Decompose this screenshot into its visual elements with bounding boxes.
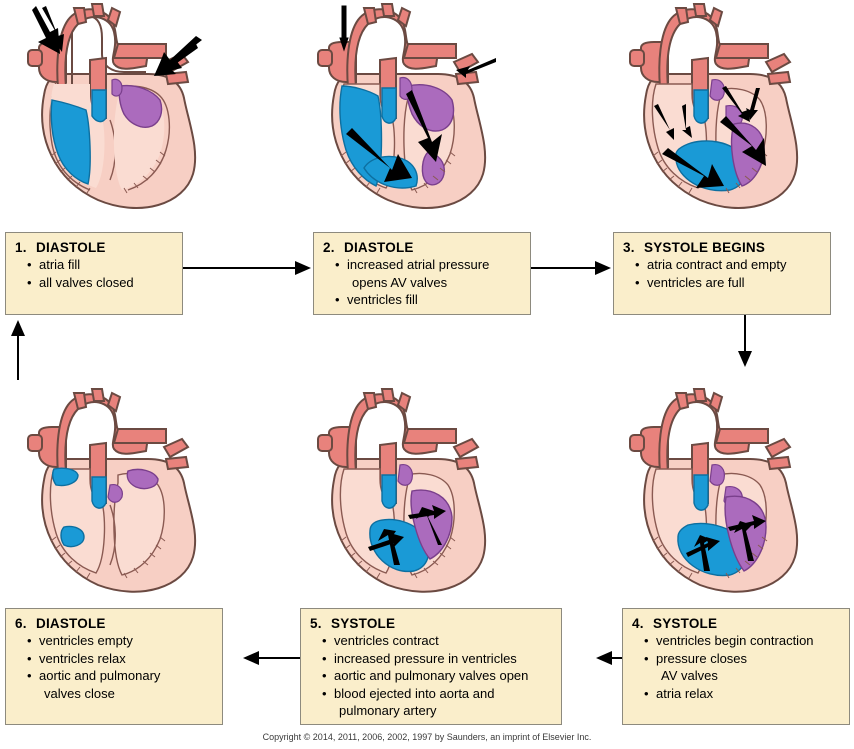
heart-illustration-step-6 [6,387,291,602]
flow-arrow-svc-step-2 [339,5,349,52]
step-3-heading: 3. SYSTOLE BEGINS [623,240,822,255]
step-5-title: SYSTOLE [331,616,396,631]
step-box-2[interactable]: 2. DIASTOLE increased atrial pressure ope… [313,232,531,315]
heart-illustration-step-3 [608,2,854,220]
flow-arrow-left-av-step-3 [720,116,766,166]
heart-body-step-5 [317,388,487,593]
flow-arrow-left-av-step-2 [406,90,442,162]
step-box-3[interactable]: 3. SYSTOLE BEGINS atria contract and empt… [613,232,831,315]
flow-arrow-pulmonary-veins-step-1 [154,36,202,76]
flow-arrow-svc-step-1 [32,6,64,54]
step-box-4[interactable]: 4. SYSTOLE ventricles begin contraction p… [622,608,850,725]
connector-arrow-6-to-1 [8,318,28,380]
step-6-title: DIASTOLE [36,616,106,631]
step-4-number: 4. [632,616,644,631]
step-5-bullets: ventricles contract increased pressure i… [310,633,553,720]
step-box-5[interactable]: 5. SYSTOLE ventricles contract increased … [300,608,562,725]
connector-arrow-4-to-5 [596,648,622,668]
flow-arrow-ejection-left-step-5 [408,505,446,545]
step-6-heading: 6. DIASTOLE [15,616,214,631]
connector-arrow-5-to-6 [243,648,305,668]
step-4-heading: 4. SYSTOLE [632,616,841,631]
flow-arrow-pulmonary-veins-step-2 [456,58,496,78]
connector-arrow-1-to-2 [183,258,315,278]
heart-body-step-6 [27,388,197,593]
step-1-bullet-1: atria fill [15,257,174,274]
flow-arrow-right-av-step-3 [662,148,724,188]
step-1-number: 1. [15,240,27,255]
step-3-bullet-2: ventricles are full [623,275,822,292]
step-2-bullet-1: increased atrial pressure [323,257,522,274]
step-3-bullet-1: atria contract and empty [623,257,822,274]
step-5-bullet-2: increased pressure in ventricles [310,651,553,668]
step-4-bullet-2: pressure closes [632,651,841,668]
step-4-bullets: ventricles begin contraction pressure cl… [632,633,841,702]
connector-arrow-3-to-4 [735,315,755,367]
step-4-bullet-2-cont: AV valves [661,668,718,683]
step-1-heading: 1. DIASTOLE [15,240,174,255]
step-2-title: DIASTOLE [344,240,414,255]
step-6-bullet-1: ventricles empty [15,633,214,650]
step-2-bullet-1-cont: opens AV valves [352,274,448,290]
step-6-bullet-3-cont: valves close [44,685,115,701]
step-6-number: 6. [15,616,27,631]
heart-illustration-step-5 [296,387,581,602]
flow-arrow-ejection-right-step-5 [368,529,404,565]
step-2-number: 2. [323,240,335,255]
step-3-number: 3. [623,240,635,255]
heart-body-step-1 [27,3,197,209]
step-5-bullet-3: aortic and pulmonary valves open [310,668,553,685]
step-1-title: DIASTOLE [36,240,106,255]
flow-arrow-atrial-contraction-left-step-3 [722,86,760,122]
step-2-bullets: increased atrial pressure opens AV valve… [323,257,522,309]
step-4-title: SYSTOLE [653,616,718,631]
step-4-bullet-1: ventricles begin contraction [632,633,841,650]
step-6-bullet-3: aortic and pulmonary [15,668,214,685]
step-1-bullets: atria fill all valves closed [15,257,174,291]
step-2-heading: 2. DIASTOLE [323,240,522,255]
step-1-bullet-2: all valves closed [15,275,174,292]
step-3-bullets: atria contract and empty ventricles are … [623,257,822,291]
step-5-number: 5. [310,616,322,631]
step-5-heading: 5. SYSTOLE [310,616,553,631]
heart-illustration-step-1 [6,2,291,220]
step-5-bullet-4: blood ejected into aorta and [310,686,553,703]
step-4-bullet-3: atria relax [632,686,841,703]
flow-arrow-atrial-contraction-right-step-3 [654,104,692,140]
heart-body-step-4 [629,388,799,593]
step-box-6[interactable]: 6. DIASTOLE ventricles empty ventricles r… [5,608,223,725]
heart-illustration-step-4 [608,387,854,602]
flow-arrow-ventricular-contraction-right-step-4 [686,535,720,571]
step-6-bullets: ventricles empty ventricles relax aortic… [15,633,214,702]
step-2-bullet-2: ventricles fill [323,292,522,309]
connector-arrow-2-to-3 [531,258,615,278]
step-5-bullet-4-cont: pulmonary artery [339,703,437,718]
step-6-bullet-2: ventricles relax [15,651,214,668]
step-box-1[interactable]: 1. DIASTOLE atria fill all valves closed [5,232,183,315]
flow-arrow-ventricular-contraction-left-step-4 [728,515,766,561]
heart-illustration-step-2 [296,2,581,220]
step-5-bullet-1: ventricles contract [310,633,553,650]
flow-arrow-right-av-step-2 [346,128,412,182]
copyright-notice: Copyright © 2014, 2011, 2006, 2002, 1997… [262,732,592,742]
step-3-title: SYSTOLE BEGINS [644,240,766,255]
